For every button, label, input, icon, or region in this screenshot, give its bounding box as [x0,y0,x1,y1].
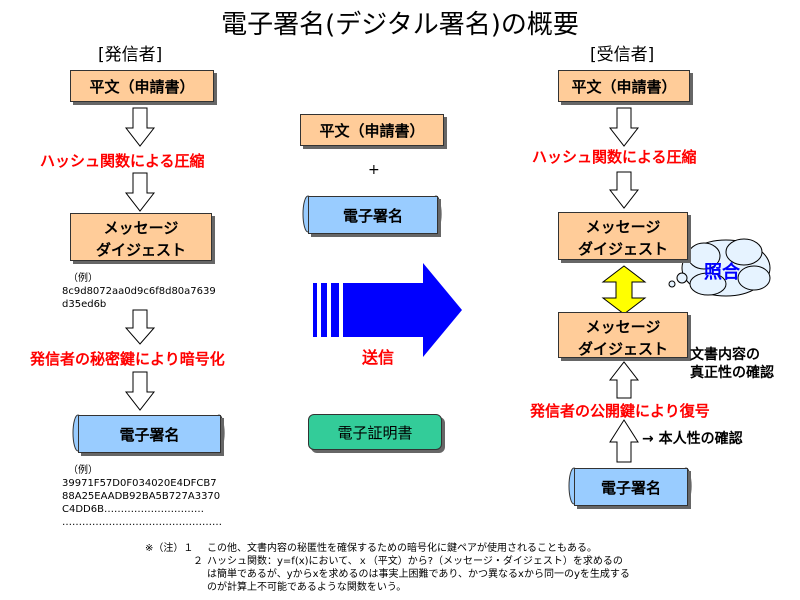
integrity-line2: 真正性の確認 [690,365,774,381]
sender-digest-line1: メッセージ [103,219,179,237]
plus-sign: + [368,162,380,178]
certificate-box: 電子証明書 [308,414,442,450]
note-2-line1: ハッシュ関数：y=f(x)において、ｘ（平文）から?（メッセージ・ダイジェスト）… [207,556,623,567]
down-arrow-icon [124,172,156,212]
send-label: 送信 [362,348,395,367]
note-1: この他、文書内容の秘匿性を確保するための暗号化に鍵ペアが使用されることもある。 [207,543,597,554]
page-title: 電子署名(デジタル署名)の概要 [221,10,579,40]
integrity-line1: 文書内容の [690,347,760,363]
digest-example-line: 8c9d8072aa0d9c6f8d80a7639 [62,286,216,297]
signature-example-line: C4DD6B………………………… [62,504,204,515]
sender-digest: メッセージ ダイジェスト [70,213,212,261]
compare-arrow-icon [601,265,647,315]
sender-digest-line2: ダイジェスト [95,241,186,259]
receiver-digest-line2: ダイジェスト [577,240,668,258]
up-arrow-icon [608,361,640,399]
note-number: ２ [193,556,203,567]
receiver-digest-line1: メッセージ [585,218,661,236]
receiver-digest-decrypted: メッセージ ダイジェスト [558,312,688,358]
send-arrow-icon [313,263,462,357]
receiver-hash-step: ハッシュ関数による圧縮 [532,148,697,166]
sender-document: 平文（申請書） [70,70,214,102]
digest-example-label: （例） [68,273,98,284]
digest-example-line: d35ed6b [62,299,107,310]
sender-signature: 電子署名 [78,415,221,453]
integrity-check: 文書内容の 真正性の確認 [690,346,774,382]
sender-encrypt-step: 発信者の秘密鍵により暗号化 [30,350,225,368]
signature-example-line: ………………………………………… [62,517,222,528]
identity-check: → 本人性の確認 [642,431,743,447]
middle-document: 平文（申請書） [300,114,444,146]
receiver-digest: メッセージ ダイジェスト [558,212,688,260]
receiver-heading: [受信者] [590,45,655,65]
down-arrow-icon [608,107,640,147]
cloud-icon [668,238,771,297]
compare-label: 照合 [704,262,740,283]
receiver-signature: 電子署名 [574,468,688,506]
receiver-decrypt-step: 発信者の公開鍵により復号 [530,402,710,420]
footnotes: ※（注）１ この他、文書内容の秘匿性を確保するための暗号化に鍵ペアが使用されるこ… [145,542,630,594]
down-arrow-icon [124,371,156,411]
signature-example-line: 39971F57D0F034020E4DFCB7 [62,478,217,489]
note-2-line3: のが計算上不可能であるような関数をいう。 [207,582,407,593]
middle-signature: 電子署名 [308,196,438,234]
signature-example-line: 88A25EAADB92BA5B727A3370 [62,491,221,502]
down-arrow-icon [124,309,156,345]
receiver-document: 平文（申請書） [558,70,690,102]
down-arrow-icon [124,107,156,147]
note-2-line2: は簡単であるが、yからxを求めるのは事実上困難であり、かつ異なるxから同一のyを… [207,569,630,580]
sender-digest-example: （例） 8c9d8072aa0d9c6f8d80a7639 d35ed6b [62,272,216,311]
sender-signature-example: （例） 39971F57D0F034020E4DFCB7 88A25EAADB9… [62,464,222,529]
sender-hash-step: ハッシュ関数による圧縮 [40,152,205,170]
receiver-digest2-line1: メッセージ [585,318,661,336]
signature-example-label: （例） [68,465,98,476]
note-prefix: ※（注）１ [145,543,194,554]
down-arrow-icon [608,171,640,209]
sender-heading: [発信者] [98,45,163,65]
up-arrow-icon [609,419,639,463]
receiver-digest2-line2: ダイジェスト [577,340,668,358]
